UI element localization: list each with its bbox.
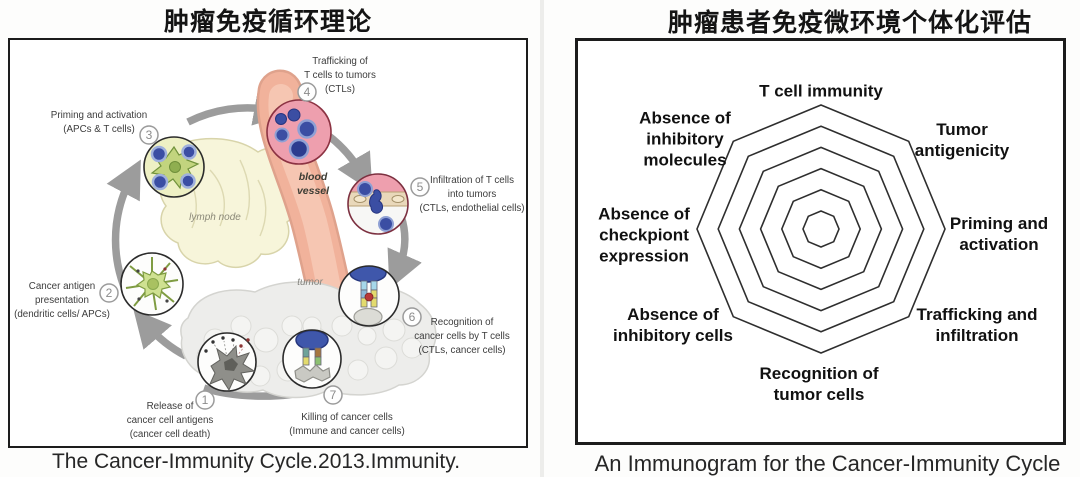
svg-text:T cells to tumors: T cells to tumors bbox=[304, 70, 376, 81]
blood-vessel-label-line1: blood bbox=[299, 171, 328, 183]
step3-cell-circle bbox=[143, 136, 205, 198]
step4-badge: 4 bbox=[297, 82, 317, 102]
t-cell-icons bbox=[150, 144, 197, 191]
svg-text:6: 6 bbox=[409, 310, 416, 324]
svg-text:(APCs & T cells): (APCs & T cells) bbox=[63, 124, 135, 135]
svg-text:(dendritic cells/ APCs): (dendritic cells/ APCs) bbox=[14, 309, 110, 320]
axis-label-absence-of-checkpoint-expression: Absence of checkpiont expression bbox=[598, 204, 690, 266]
svg-text:cancer cell antigens: cancer cell antigens bbox=[127, 415, 214, 426]
svg-text:1: 1 bbox=[202, 393, 209, 407]
cancer-immunity-cycle-diagram: lymph node blood vessel tumor 1 2 3 4 5 … bbox=[14, 56, 524, 440]
svg-text:Recognition of: Recognition of bbox=[431, 317, 494, 328]
svg-text:presentation: presentation bbox=[35, 295, 89, 306]
svg-text:into tumors: into tumors bbox=[448, 189, 497, 200]
step3-label: Priming and activation (APCs & T cells) bbox=[51, 110, 147, 135]
cancer-immunity-cycle-panel: lymph node blood vessel tumor 1 2 3 4 5 … bbox=[8, 38, 528, 448]
svg-text:(CTLs, cancer cells): (CTLs, cancer cells) bbox=[418, 345, 505, 356]
antigen-dots bbox=[204, 336, 250, 353]
axis-label-recognition-of-tumor-cells: Recognition of tumor cells bbox=[759, 364, 879, 404]
step1-badge: 1 bbox=[195, 390, 215, 410]
radar-ring bbox=[696, 104, 946, 354]
step-labels: Release of cancer cell antigens (cancer … bbox=[14, 56, 524, 440]
step7-badge: 7 bbox=[323, 385, 343, 405]
svg-text:4: 4 bbox=[304, 85, 311, 99]
step2-cell-circle bbox=[120, 252, 184, 316]
axis-label-absence-of-inhibitory-molecules: Absence of inhibitory molecules bbox=[639, 108, 731, 170]
antigen-dots bbox=[136, 267, 169, 303]
blood-vessel-label-line2: vessel bbox=[297, 185, 330, 197]
svg-text:5: 5 bbox=[417, 180, 424, 194]
svg-text:cancer cells by T cells: cancer cells by T cells bbox=[414, 331, 510, 342]
step5-label: Infiltration of T cells into tumors (CTL… bbox=[419, 175, 524, 214]
step4-label: Trafficking of T cells to tumors (CTLs) bbox=[304, 56, 376, 95]
axis-label-t-cell-immunity: T cell immunity bbox=[759, 81, 883, 101]
step2-badge: 2 bbox=[99, 283, 119, 303]
svg-text:Trafficking of: Trafficking of bbox=[312, 56, 368, 67]
step7-label: Killing of cancer cells (Immune and canc… bbox=[289, 412, 404, 437]
left-panel-title: 肿瘤免疫循环理论 bbox=[163, 8, 372, 36]
svg-text:3: 3 bbox=[146, 128, 153, 142]
svg-text:Infiltration of T cells: Infiltration of T cells bbox=[430, 175, 514, 186]
tumor-label: tumor bbox=[297, 277, 323, 288]
receptor-molecules-icon bbox=[302, 347, 322, 366]
radar-ring bbox=[738, 146, 904, 312]
immunogram-panel: T cell immunity Tumor antigenicity Primi… bbox=[575, 38, 1066, 445]
t-cell-icons bbox=[274, 108, 317, 160]
t-cell-icon bbox=[295, 330, 329, 351]
svg-text:Release of: Release of bbox=[147, 401, 194, 412]
svg-text:Killing of cancer cells: Killing of cancer cells bbox=[301, 412, 393, 423]
axis-label-absence-of-inhibitory-cells: Absence of inhibitory cells bbox=[613, 305, 733, 345]
axis-label-priming-and-activation: Priming and activation bbox=[949, 214, 1049, 254]
step6-label: Recognition of cancer cells by T cells (… bbox=[414, 317, 510, 356]
step5-badge: 5 bbox=[410, 177, 430, 197]
svg-text:Cancer antigen: Cancer antigen bbox=[29, 281, 95, 292]
svg-text:Priming and activation: Priming and activation bbox=[51, 110, 147, 121]
panel-divider bbox=[540, 0, 544, 477]
svg-text:(cancer cell death): (cancer cell death) bbox=[130, 429, 211, 440]
right-panel-caption: An Immunogram for the Cancer-Immunity Cy… bbox=[594, 451, 1061, 476]
radar-ring bbox=[780, 188, 862, 270]
step7-cell-circle bbox=[282, 329, 342, 389]
immunogram-radar-grid bbox=[696, 104, 946, 354]
radar-ring bbox=[802, 210, 840, 248]
svg-text:2: 2 bbox=[106, 286, 113, 300]
svg-text:(Immune and cancer cells): (Immune and cancer cells) bbox=[289, 426, 404, 437]
right-panel-title: 肿瘤患者免疫微环境个体化评估 bbox=[667, 9, 1032, 37]
radar-ring bbox=[717, 125, 925, 333]
step1-label: Release of cancer cell antigens (cancer … bbox=[127, 401, 214, 440]
dying-cancer-cell-icon bbox=[294, 364, 331, 383]
svg-text:(CTLs, endothelial cells): (CTLs, endothelial cells) bbox=[419, 203, 524, 214]
lymph-node-label: lymph node bbox=[189, 212, 241, 223]
step2-label: Cancer antigen presentation (dendritic c… bbox=[14, 281, 110, 320]
svg-text:(CTLs): (CTLs) bbox=[325, 84, 355, 95]
step-number-badges: 1 2 3 4 5 6 7 bbox=[99, 82, 430, 410]
radar-ring bbox=[759, 167, 883, 291]
transmigrating-t-cell-icon bbox=[369, 189, 383, 214]
step3-badge: 3 bbox=[139, 125, 159, 145]
axis-label-trafficking-and-infiltration: Trafficking and infiltration bbox=[916, 305, 1038, 345]
cancer-cell-icon bbox=[353, 307, 383, 326]
step6-badge: 6 bbox=[402, 307, 422, 327]
svg-text:7: 7 bbox=[330, 388, 337, 402]
receptor-molecules-icon bbox=[360, 280, 378, 308]
left-panel-caption: The Cancer-Immunity Cycle.2013.Immunity. bbox=[51, 450, 461, 473]
axis-label-tumor-antigenicity: Tumor antigenicity bbox=[914, 120, 1010, 160]
step1-cell-circle bbox=[197, 332, 257, 392]
step5-cell-circle bbox=[347, 173, 409, 235]
step4-cell-circle bbox=[266, 99, 332, 165]
step6-cell-circle bbox=[338, 265, 400, 327]
